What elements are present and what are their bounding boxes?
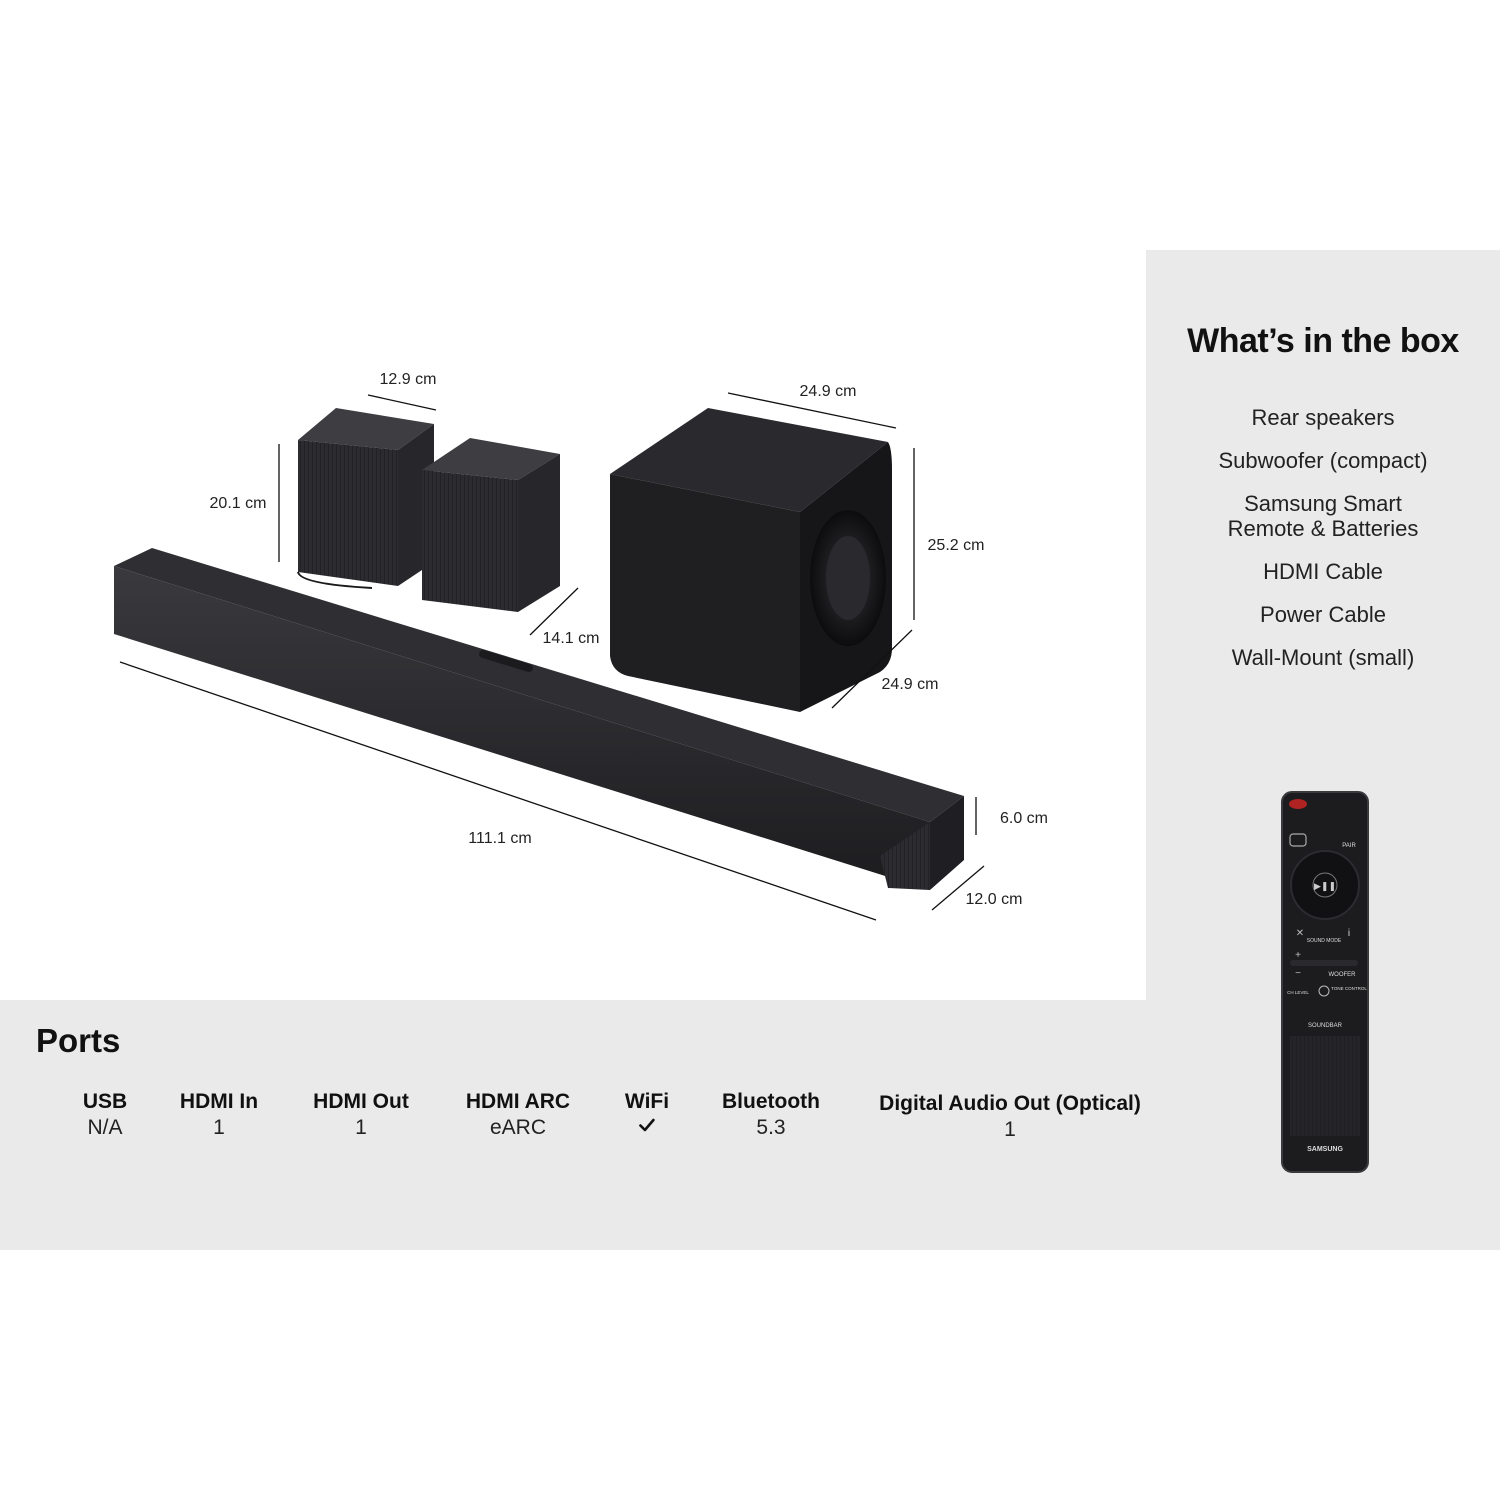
port-label: HDMI Out	[313, 1090, 409, 1113]
soundbar-label: SOUNDBAR	[1308, 1023, 1343, 1029]
rear-speaker-right	[422, 438, 560, 612]
power-button	[1289, 799, 1307, 809]
ports-panel	[0, 1000, 1146, 1250]
rear-speaker-width-label: 12.9 cm	[380, 371, 437, 388]
subwoofer	[610, 408, 892, 712]
subwoofer-height-label: 25.2 cm	[928, 537, 985, 554]
checkmark-icon	[639, 1118, 655, 1132]
settings-gear-icon	[1318, 985, 1330, 997]
port-wifi: WiFi	[625, 1090, 669, 1132]
ch-level-button-label: CH LEVEL	[1287, 990, 1309, 995]
port-value: 1	[355, 1116, 367, 1139]
rear-speaker-left	[297, 408, 434, 589]
port-bluetooth: Bluetooth 5.3	[722, 1090, 820, 1140]
pair-button-label: PAIR	[1342, 843, 1356, 849]
subwoofer-depth-label: 24.9 cm	[882, 676, 939, 693]
dimension-lines	[119, 392, 985, 921]
port-label: USB	[82, 1090, 128, 1113]
rear-speaker-depth-label: 14.1 cm	[543, 630, 600, 647]
soundbar-height-label: 6.0 cm	[1000, 810, 1048, 827]
remote-control: PAIR ▶❚❚ ✕ SOUND MODE i + − WOOFER CH LE…	[1281, 791, 1369, 1173]
port-label: HDMI In	[179, 1090, 259, 1113]
port-value: 1	[1004, 1118, 1016, 1141]
mute-icon: ✕	[1296, 928, 1304, 939]
ports-title: Ports	[36, 1022, 121, 1059]
port-value: 5.3	[756, 1116, 786, 1139]
port-hdmi-in: HDMI In 1	[180, 1090, 258, 1140]
soundbar-width-label: 111.1 cm	[468, 830, 531, 847]
whats-in-the-box-title: What’s in the box	[1187, 322, 1459, 360]
port-value: eARC	[489, 1116, 547, 1139]
info-icon: i	[1348, 928, 1350, 939]
soundbar	[114, 548, 964, 890]
samsung-logo: SAMSUNG	[1307, 1146, 1343, 1153]
port-hdmi-out: HDMI Out 1	[313, 1090, 409, 1140]
port-value: N/A	[87, 1116, 123, 1139]
input-icon	[1289, 833, 1307, 847]
port-label: Bluetooth	[722, 1090, 820, 1113]
tone-control-button-label: TONE CONTROL	[1331, 986, 1367, 991]
box-item: HDMI Cable	[1263, 559, 1383, 584]
minus-icon: −	[1295, 968, 1301, 979]
port-hdmi-arc: HDMI ARC eARC	[466, 1090, 570, 1140]
port-label: HDMI ARC	[465, 1090, 571, 1113]
port-label: Digital Audio Out (Optical)	[879, 1092, 1141, 1115]
woofer-button-label: WOOFER	[1329, 972, 1357, 978]
whats-in-the-box-list: Rear speakers Subwoofer (compact) Samsun…	[1146, 405, 1500, 688]
soundbar-depth-label: 12.0 cm	[966, 891, 1023, 908]
port-usb: USB N/A	[83, 1090, 127, 1140]
sound-mode-button-label: SOUND MODE	[1307, 938, 1342, 944]
port-digital-audio-out: Digital Audio Out (Optical) 1	[879, 1092, 1141, 1142]
box-item: Power Cable	[1260, 602, 1386, 627]
subwoofer-width-label: 24.9 cm	[800, 383, 857, 400]
box-item: Wall-Mount (small)	[1231, 645, 1415, 670]
box-item: Rear speakers	[1251, 405, 1395, 430]
box-item: Samsung Smart Remote & Batteries	[1227, 491, 1419, 541]
port-value: 1	[213, 1116, 225, 1139]
box-item: Subwoofer (compact)	[1218, 448, 1428, 473]
play-pause-icon: ▶❚❚	[1314, 881, 1336, 892]
port-label: WiFi	[624, 1090, 670, 1113]
rear-speaker-height-label: 20.1 cm	[210, 495, 267, 512]
plus-icon: +	[1295, 950, 1301, 961]
